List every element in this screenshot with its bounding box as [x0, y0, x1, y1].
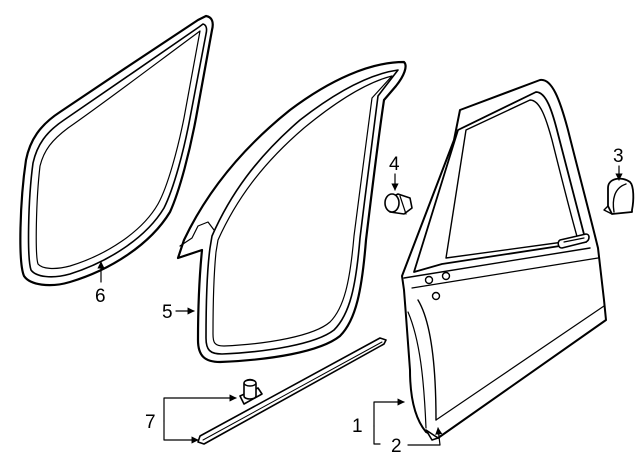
door-opening-weatherstrip [19, 14, 214, 287]
callout-7-label: 7 [145, 412, 156, 433]
callout-7: 7 [145, 394, 237, 444]
hinge-cover [603, 177, 635, 215]
door-weatherstrip [176, 60, 407, 364]
callout-4-label: 4 [389, 154, 400, 175]
callout-5: 5 [162, 302, 195, 323]
callout-1-label: 1 [352, 416, 363, 437]
callout-2: 2 [391, 427, 443, 457]
callout-6-label: 6 [95, 286, 106, 307]
callout-3: 3 [613, 146, 624, 181]
callout-3-label: 3 [613, 146, 624, 167]
callout-1: 1 [352, 398, 405, 445]
front-door-shell [401, 78, 607, 441]
callout-5-label: 5 [162, 302, 173, 323]
callout-6: 6 [95, 261, 106, 307]
molding-clip [239, 378, 263, 405]
door-bumper [384, 193, 413, 215]
callout-4: 4 [389, 154, 400, 191]
callout-2-label: 2 [391, 436, 402, 457]
